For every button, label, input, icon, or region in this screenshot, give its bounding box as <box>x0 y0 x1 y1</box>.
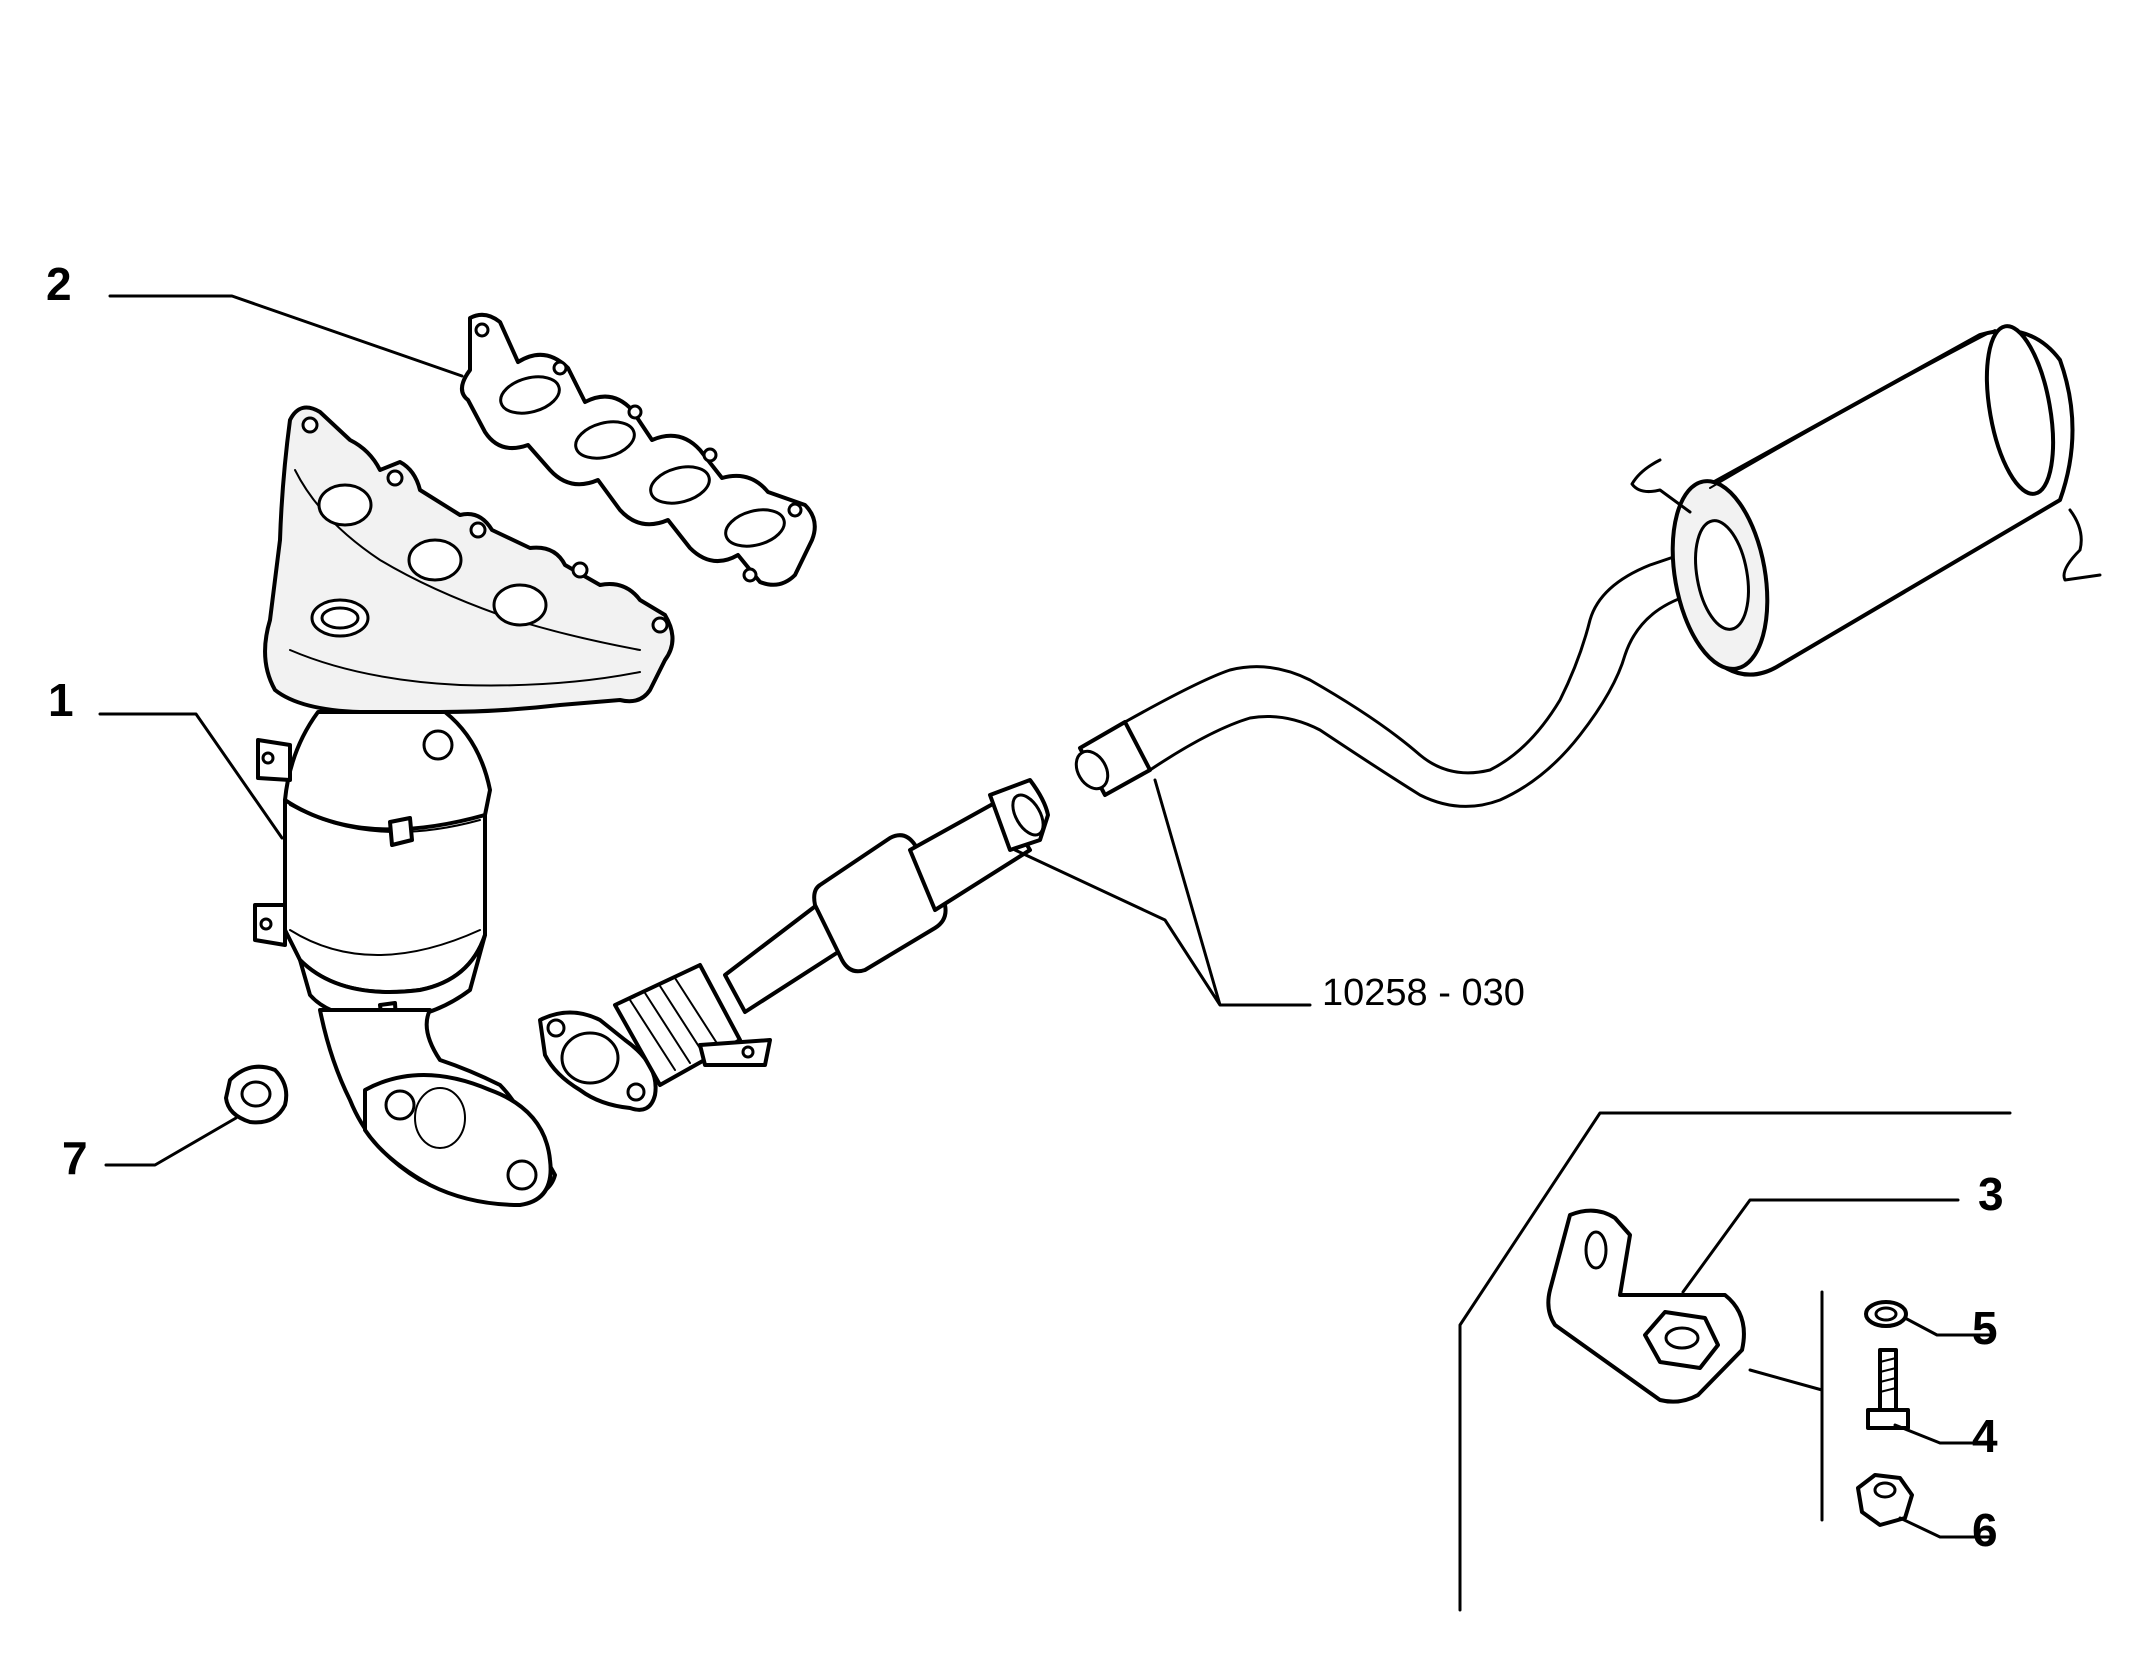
callout-labels: 1 2 3 4 5 6 7 10258 - 030 <box>46 258 2004 1556</box>
callout-4: 4 <box>1972 1410 1998 1462</box>
leader-lines <box>98 294 1992 1539</box>
callout-5: 5 <box>1972 1302 1998 1354</box>
leader-group <box>1748 1368 1824 1392</box>
callout-6: 6 <box>1972 1504 1998 1556</box>
leader-6 <box>1898 1516 1992 1539</box>
rear-exhaust-pipe-muffler <box>1074 324 2102 808</box>
leader-1 <box>98 712 284 840</box>
leader-3 <box>1681 1198 1960 1294</box>
leader-2 <box>108 294 464 378</box>
callout-7: 7 <box>62 1132 88 1184</box>
reference-code: 10258 - 030 <box>1322 972 1525 1014</box>
callout-3: 3 <box>1978 1168 2004 1220</box>
front-exhaust-pipe <box>538 778 1050 1112</box>
detail-inset <box>1458 1111 2012 1612</box>
manifold-gasket <box>460 312 817 587</box>
nut-7 <box>224 1064 289 1125</box>
manifold-catalytic-converter <box>253 405 675 1207</box>
leader-4 <box>1893 1423 1992 1445</box>
leader-7 <box>104 1116 238 1167</box>
callout-2: 2 <box>46 258 72 310</box>
leader-5 <box>1903 1316 1992 1337</box>
leader-ref <box>1013 778 1312 1007</box>
callout-1: 1 <box>48 674 74 726</box>
